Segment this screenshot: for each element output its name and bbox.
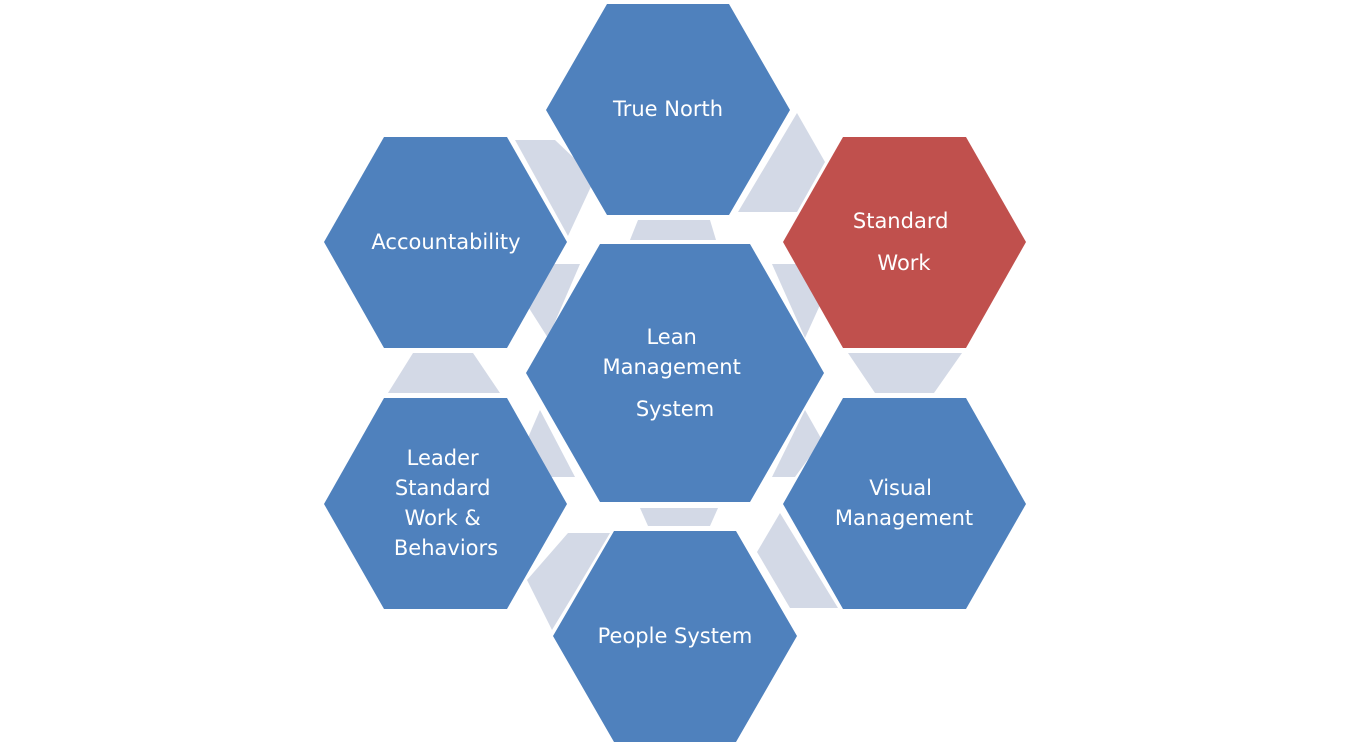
label-upper-left: Accountability — [371, 230, 520, 254]
label-lower-right: Visual Management — [835, 476, 973, 530]
connector-center-to-upper-left — [527, 264, 580, 338]
connector-center-to-lower-right — [772, 410, 822, 477]
label-upper-left-line-1: Accountability — [371, 230, 520, 254]
label-lower-left-line-4: Behaviors — [394, 536, 498, 560]
label-bottom-line-1: People System — [598, 624, 753, 648]
connector-lower-right-to-bottom — [757, 513, 838, 608]
connector-top-to-upper-right — [738, 113, 825, 212]
hexagon-lower-right — [783, 398, 1026, 609]
label-upper-right-line-2: Work — [877, 251, 931, 275]
label-lower-left-line-3: Work & — [405, 506, 481, 530]
hexagon-center — [526, 244, 824, 502]
connector-center-to-upper-right — [772, 264, 820, 338]
hexagon-bottom — [553, 531, 797, 742]
label-upper-right: Standard Work — [853, 209, 955, 275]
label-lower-left-line-1: Leader — [407, 446, 479, 470]
connector-lower-left-to-upper-left — [388, 353, 500, 393]
label-lower-left: Leader Standard Work & Behaviors — [394, 446, 498, 560]
label-upper-right-line-1: Standard — [853, 209, 949, 233]
label-bottom: People System — [598, 624, 753, 648]
connectors — [388, 113, 962, 630]
label-center-line-2: Management — [602, 355, 740, 379]
label-center-line-1: Lean — [646, 325, 696, 349]
connector-upper-right-to-lower-right — [848, 353, 962, 393]
connector-center-to-top — [630, 220, 716, 240]
connector-bottom-to-lower-left — [527, 533, 610, 630]
hexagon-upper-right — [783, 137, 1026, 348]
label-center-line-3: System — [636, 397, 714, 421]
hexagon-lower-left — [324, 398, 567, 609]
hexagon-upper-left — [324, 137, 567, 348]
label-center: Lean Management System — [602, 325, 747, 421]
connector-upper-left-to-top — [515, 140, 595, 236]
label-lower-right-line-2: Management — [835, 506, 973, 530]
label-top-line-1: True North — [612, 97, 723, 121]
hexagon-top — [546, 4, 790, 215]
label-top: True North — [612, 97, 723, 121]
label-lower-left-line-2: Standard — [395, 476, 491, 500]
label-lower-right-line-1: Visual — [869, 476, 932, 500]
connector-center-to-bottom — [640, 508, 718, 526]
